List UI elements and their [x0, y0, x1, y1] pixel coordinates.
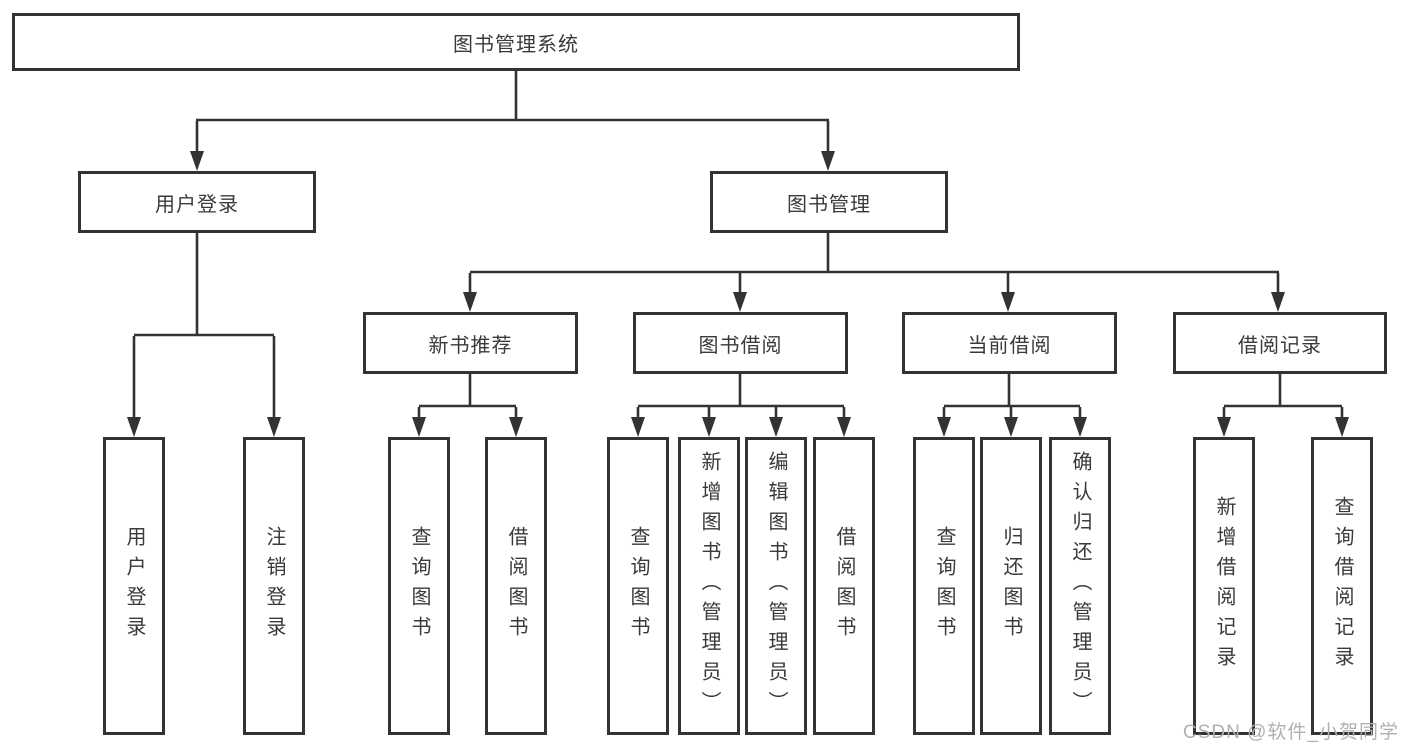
node-label: 查询图书	[933, 526, 955, 646]
node-label: 用户登录	[123, 526, 145, 646]
node-label: 图书借阅	[698, 334, 783, 357]
node-library-management-system: 图书管理系统	[12, 13, 1020, 71]
node-label: 注销登录	[263, 526, 285, 646]
node-current-borrowing: 当前借阅	[902, 312, 1117, 374]
node-new-book-recommendation: 新书推荐	[363, 312, 578, 374]
leaf-edit-book-admin: 编辑图书（管理员）	[745, 437, 807, 735]
leaf-add-borrow-record: 新增借阅记录	[1193, 437, 1255, 735]
node-label: 新增图书（管理员）	[698, 451, 720, 721]
node-label: 查询借阅记录	[1331, 496, 1353, 676]
leaf-borrow-books-borrowing: 借阅图书	[813, 437, 875, 735]
node-label: 确认归还（管理员）	[1069, 451, 1091, 721]
node-label: 查询图书	[408, 526, 430, 646]
node-label: 借阅图书	[833, 526, 855, 646]
tree-edges	[132, 70, 1344, 421]
node-label: 用户登录	[155, 193, 239, 216]
leaf-query-books-current: 查询图书	[913, 437, 975, 735]
node-label: 归还图书	[1000, 526, 1022, 646]
leaf-logout: 注销登录	[243, 437, 305, 735]
node-borrowing-records: 借阅记录	[1173, 312, 1387, 374]
node-label: 当前借阅	[967, 334, 1052, 357]
leaf-user-login: 用户登录	[103, 437, 165, 735]
node-label: 新书推荐	[428, 334, 513, 357]
leaf-return-books: 归还图书	[980, 437, 1042, 735]
node-book-management: 图书管理	[710, 171, 948, 233]
node-user-login: 用户登录	[78, 171, 316, 233]
leaf-query-books-recommend: 查询图书	[388, 437, 450, 735]
leaf-borrow-books-recommend: 借阅图书	[485, 437, 547, 735]
node-label: 编辑图书（管理员）	[765, 451, 787, 721]
node-label: 图书管理	[787, 193, 871, 216]
leaf-query-borrow-record: 查询借阅记录	[1311, 437, 1373, 735]
node-book-borrowing: 图书借阅	[633, 312, 848, 374]
node-label: 图书管理系统	[453, 33, 579, 56]
node-label: 借阅记录	[1238, 334, 1322, 357]
csdn-watermark: CSDN @软件_小贺同学	[1183, 722, 1399, 743]
leaf-add-book-admin: 新增图书（管理员）	[678, 437, 740, 735]
node-label: 新增借阅记录	[1213, 496, 1235, 676]
node-label: 查询图书	[627, 526, 649, 646]
leaf-confirm-return-admin: 确认归还（管理员）	[1049, 437, 1111, 735]
node-label: 借阅图书	[505, 526, 527, 646]
leaf-query-books-borrowing: 查询图书	[607, 437, 669, 735]
arrowheads	[127, 151, 1349, 437]
